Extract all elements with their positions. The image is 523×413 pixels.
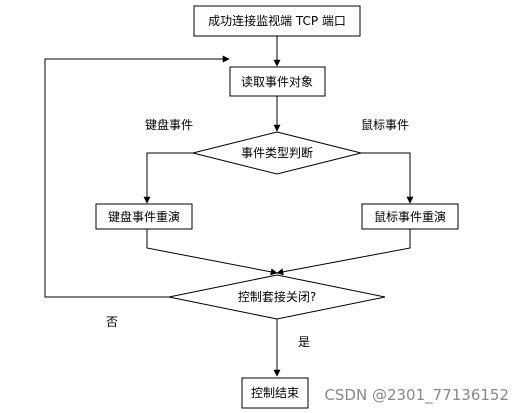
type-decision-diamond: 事件类型判断 [192,131,362,175]
keyboard-replay-label: 键盘事件重演 [108,209,180,224]
close-decision-diamond: 控制套接关闭? [168,274,386,320]
read-event-box-label: 读取事件对象 [241,75,313,89]
end-box-label: 控制结束 [251,386,299,400]
edge-label-mouse: 鼠标事件 [361,118,409,132]
connector-mouse-to-close-decision [276,229,411,276]
start-box: 成功连接监视端 TCP 端口 [193,5,361,37]
connector-type-decision-to-keyboard [143,152,193,204]
mouse-replay-label: 鼠标事件重演 [374,209,446,224]
end-box: 控制结束 [241,377,309,409]
start-box-label: 成功连接监视端 TCP 端口 [208,13,346,28]
connector-close-decision-no-loop [44,55,230,298]
edge-label-yes: 是 [298,335,310,349]
edge-label-no: 否 [106,315,118,329]
connector-keyboard-to-close-decision [146,229,278,276]
close-decision-label: 控制套接关闭? [238,289,316,304]
type-decision-label: 事件类型判断 [241,145,313,160]
mouse-replay-box: 鼠标事件重演 [361,203,459,230]
edge-label-keyboard: 键盘事件 [145,117,193,132]
csdn-watermark: CSDN @2301_77136152 [324,386,509,405]
read-event-box: 读取事件对象 [229,66,326,97]
connector-type-decision-to-mouse [361,152,414,204]
keyboard-replay-box: 键盘事件重演 [95,203,193,230]
